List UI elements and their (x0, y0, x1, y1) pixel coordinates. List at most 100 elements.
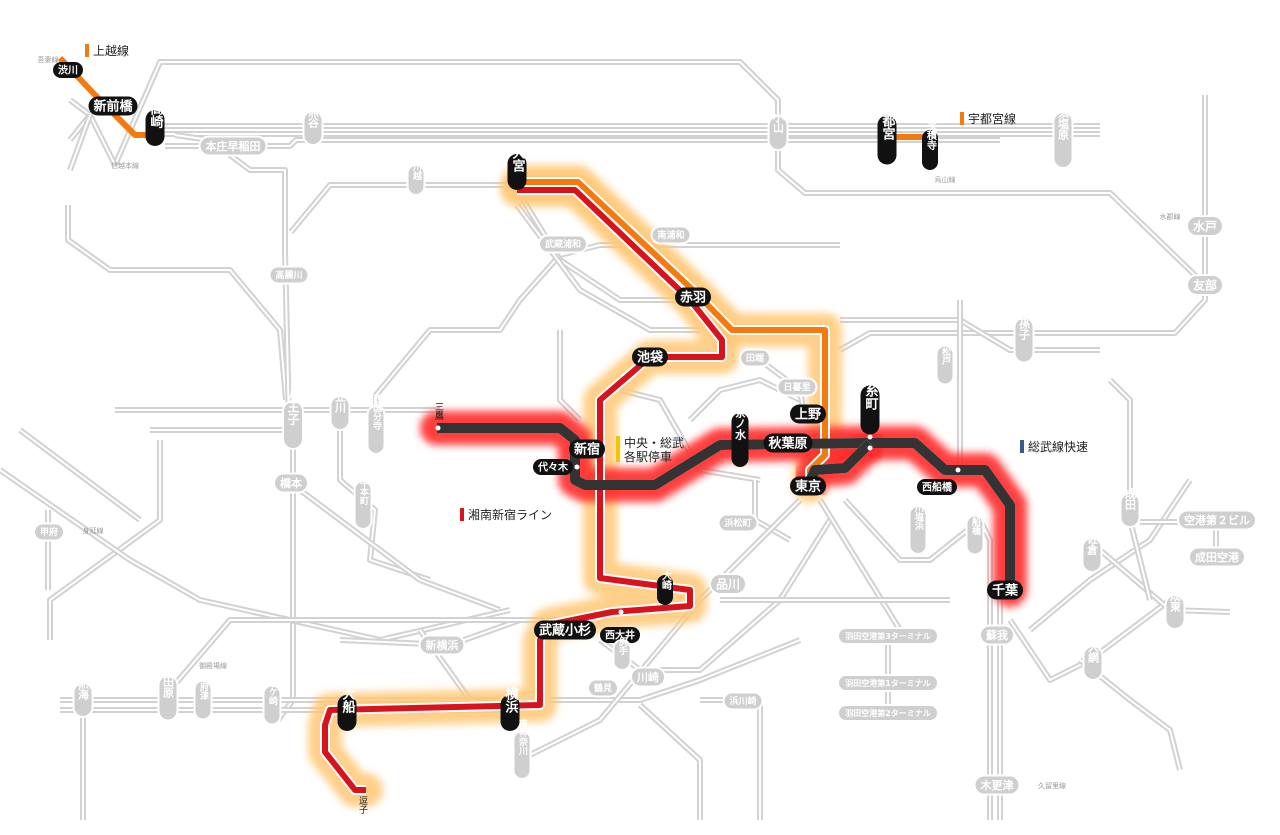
station-4[interactable]: 宝積寺 (922, 119, 938, 170)
station-pill (790, 404, 826, 424)
rail-line-inner (1109, 379, 1151, 601)
station-13[interactable]: 代々木 (533, 459, 573, 475)
station-21[interactable]: 大船 (337, 686, 357, 731)
station-name: 茅ケ崎 (267, 677, 278, 706)
station-name: 横浜 (503, 686, 519, 714)
station-name: 府中本町 (358, 468, 369, 506)
station-14[interactable]: 東京 (790, 476, 826, 496)
other-station-26[interactable]: 成田空港 (1188, 546, 1246, 568)
other-station-33[interactable]: 羽田空港第1ターミナル (837, 674, 939, 692)
station-pill (711, 575, 745, 593)
branch-line-caption: 吾妻線 (38, 55, 59, 64)
station-name: 宝積寺 (925, 119, 938, 151)
station-8[interactable]: 上野 (790, 404, 826, 424)
other-station-17[interactable]: 橋本 (273, 472, 309, 494)
station-3[interactable]: 宇都宮 (877, 100, 897, 165)
station-18[interactable]: 武蔵小杉 (534, 620, 596, 640)
other-station-23[interactable]: 品川 (709, 573, 747, 595)
station-dot (955, 467, 961, 473)
other-station-18[interactable]: 府中本町 (353, 468, 373, 530)
station-name: 八王子 (286, 389, 300, 426)
highlighted-routes (57, 55, 1015, 795)
other-station-11[interactable]: 武蔵浦和 (538, 234, 588, 254)
other-station-38[interactable]: 浜川崎 (722, 691, 764, 711)
terminal-station-name[interactable]: 逗子 (357, 796, 368, 814)
other-station-29[interactable]: 蘇我 (979, 624, 1015, 646)
station-2[interactable]: 高崎 (145, 101, 165, 146)
other-station-3[interactable]: 小山 (767, 110, 789, 151)
other-station-1[interactable]: 本庄早稲田 (198, 135, 268, 157)
other-station-44[interactable]: 木更津 (973, 774, 1021, 796)
other-station-19[interactable]: 甲府 (33, 522, 65, 542)
other-station-32[interactable]: 羽田空港第3ターミナル (837, 627, 939, 645)
station-15[interactable]: 西船橋 (917, 479, 957, 495)
other-station-39[interactable]: 東神奈川 (512, 718, 532, 780)
other-station-42[interactable]: 国府津 (193, 673, 213, 721)
station-pill (500, 695, 520, 731)
other-station-8[interactable]: 新松戸 (935, 337, 955, 386)
station-pill (270, 267, 308, 283)
other-station-37[interactable]: 川崎 (630, 666, 666, 688)
other-station-4[interactable]: 那須塩原 (1052, 96, 1074, 169)
station-12[interactable]: 新宿 (569, 439, 605, 459)
other-station-13[interactable]: 日暮里 (776, 377, 818, 397)
station-pill (917, 479, 957, 495)
station-1[interactable]: 新前橋 (88, 96, 138, 116)
other-station-9[interactable]: 高麗川 (268, 265, 310, 285)
other-station-36[interactable]: 鶴見 (587, 678, 619, 698)
other-station-24[interactable]: 成田 (1119, 487, 1141, 528)
station-11[interactable]: 御茶ノ水 (731, 395, 749, 467)
station-pill (632, 668, 664, 686)
station-7[interactable]: 池袋 (632, 347, 668, 367)
rail-line (275, 425, 296, 722)
station-6[interactable]: 赤羽 (675, 287, 711, 307)
station-pill (284, 402, 302, 448)
terminal-station-name[interactable]: 三鷹 (433, 402, 444, 421)
other-station-12[interactable]: 田端 (739, 348, 771, 368)
station-20[interactable]: 横浜 (500, 686, 520, 731)
station-pill (839, 706, 937, 720)
other-station-2[interactable]: 川越 (406, 162, 426, 196)
other-station-22[interactable]: 南船橋 (965, 507, 985, 556)
rail-line-inner (1009, 599, 1171, 681)
station-dot (618, 609, 624, 615)
other-station-41[interactable]: 小田原 (157, 664, 179, 722)
rail-line-inner (19, 429, 141, 521)
other-station-16[interactable]: 西国分寺 (366, 394, 386, 455)
station-0[interactable]: 渋川 (53, 62, 83, 78)
other-station-25[interactable]: 空港第２ビル (1177, 509, 1257, 531)
other-station-7[interactable]: 我孫子 (1013, 306, 1035, 364)
other-station-30[interactable]: 大網 (1082, 640, 1104, 681)
station-pill (652, 227, 690, 243)
other-station-34[interactable]: 羽田空港第2ターミナル (837, 704, 939, 722)
other-station-35[interactable]: 尻手 (612, 637, 632, 671)
station-name: 高麗川 (275, 269, 302, 281)
legend-shonan-shinjuku: 湘南新宿ライン (460, 508, 552, 522)
other-station-40[interactable]: 熱海 (72, 677, 94, 718)
station-10[interactable]: 秋葉原 (763, 433, 813, 453)
station-name: 鶴見 (594, 682, 612, 694)
other-station-10[interactable]: 南浦和 (650, 225, 692, 245)
station-9[interactable]: 錦糸町 (860, 370, 880, 435)
rail-line-inner (49, 440, 161, 640)
other-station-27[interactable]: 佐倉 (1081, 532, 1103, 573)
other-station-5[interactable]: 水戸 (1186, 215, 1224, 237)
other-station-20[interactable]: 浜松町 (717, 513, 759, 533)
other-station-0[interactable]: 熊谷 (302, 105, 324, 146)
station-name: 蘇我 (985, 628, 1008, 642)
other-station-43[interactable]: 茅ケ崎 (262, 677, 282, 726)
other-station-14[interactable]: 八王子 (282, 389, 304, 450)
station-pill (74, 684, 92, 716)
station-16[interactable]: 千葉 (987, 580, 1023, 600)
other-station-15[interactable]: 立川 (329, 390, 351, 431)
station-19[interactable]: 西大井 (600, 627, 640, 643)
station-pill (589, 680, 617, 696)
other-station-6[interactable]: 友部 (1186, 274, 1224, 296)
station-5[interactable]: 大宮 (507, 145, 527, 190)
station-17[interactable]: 大崎 (657, 569, 673, 605)
station-name: 羽田空港第2ターミナル (845, 708, 931, 718)
other-station-28[interactable]: 成東 (1164, 589, 1186, 630)
station-pill (600, 627, 640, 643)
other-station-31[interactable]: 新横浜 (418, 634, 466, 656)
other-station-21[interactable]: 市川塩浜 (908, 493, 928, 555)
